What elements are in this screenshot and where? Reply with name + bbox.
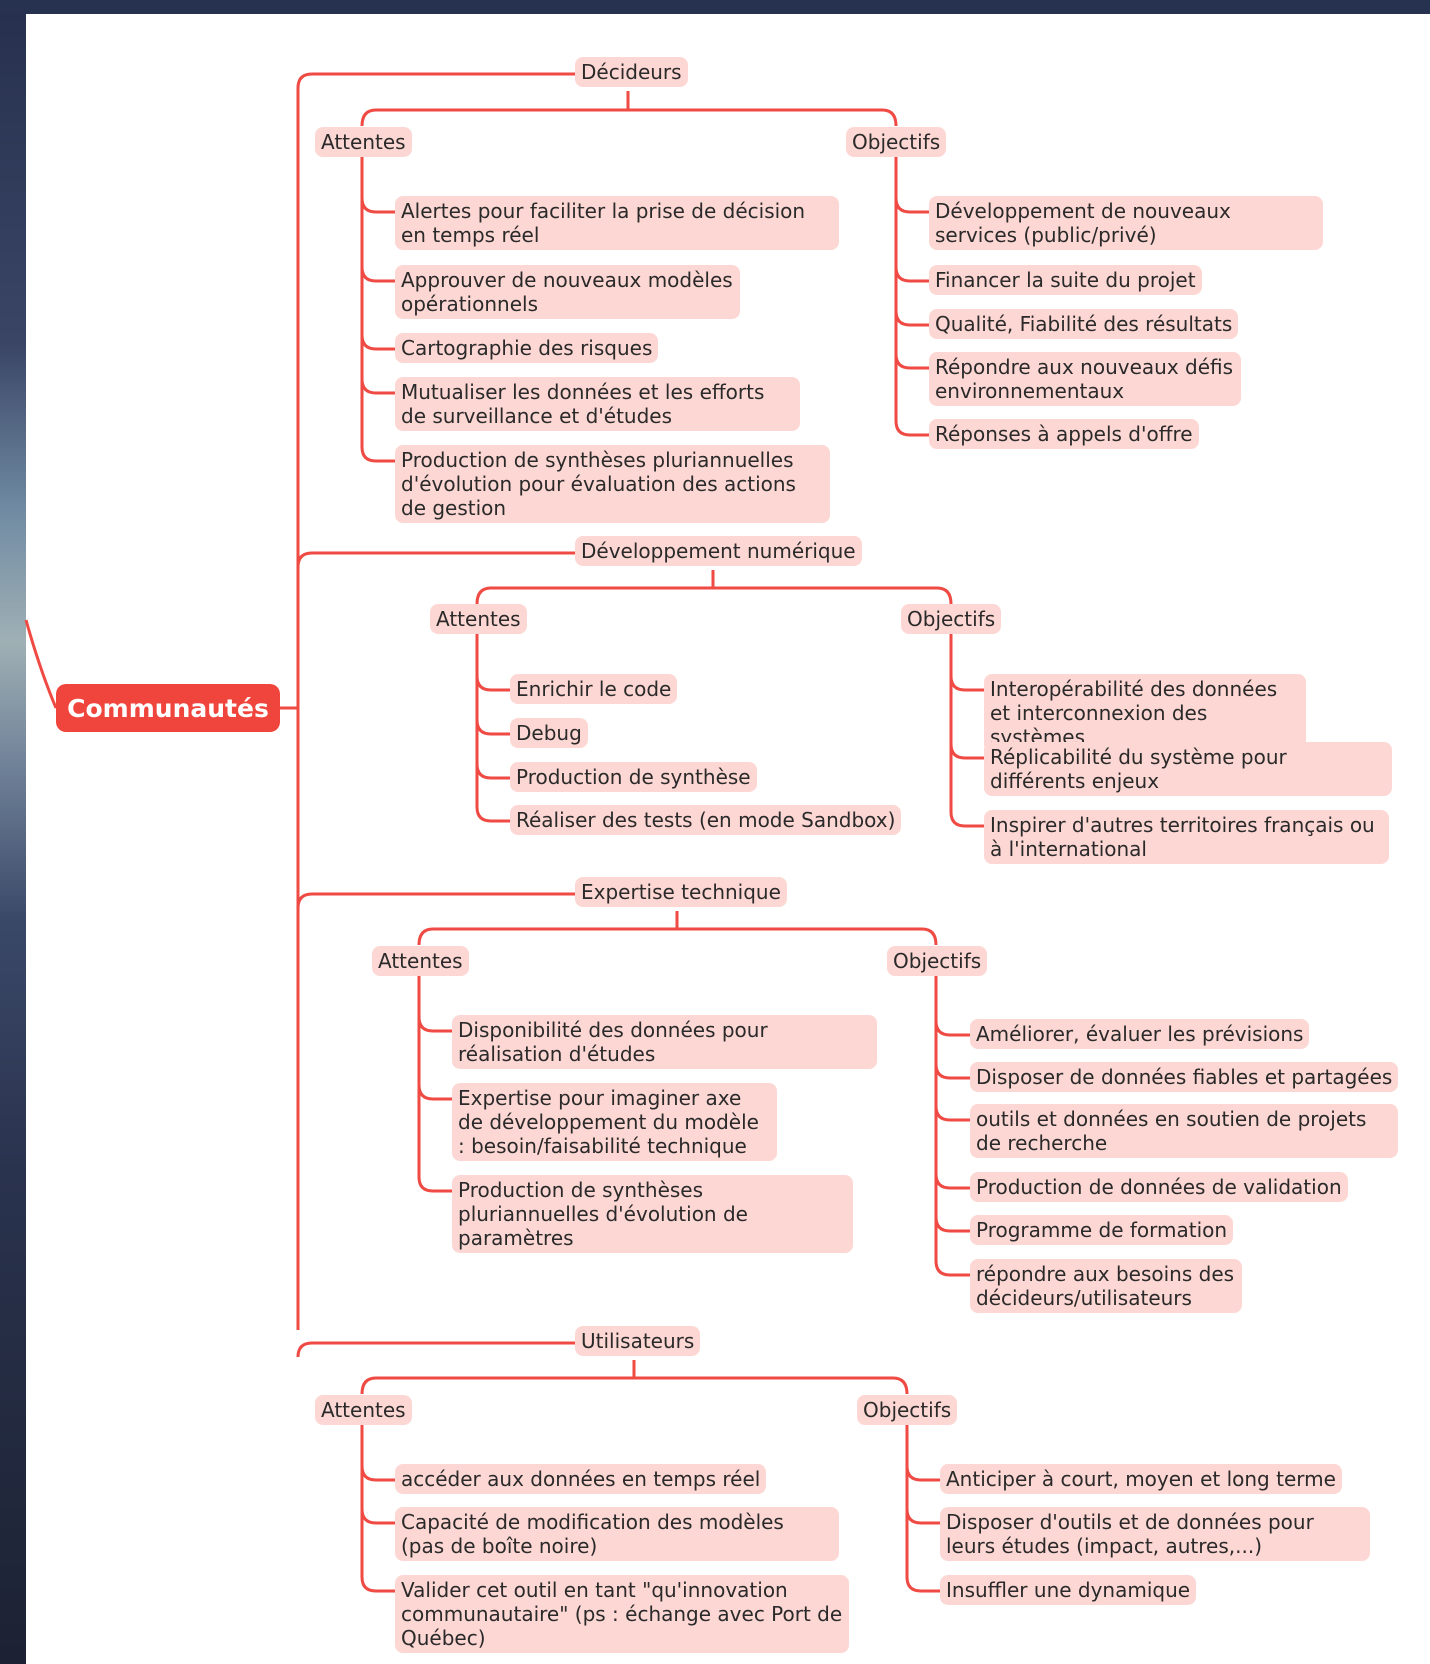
expertise-objectif-item[interactable]: Améliorer, évaluer les prévisions — [970, 1019, 1310, 1049]
decideurs-attente-item[interactable]: Alertes pour faciliter la prise de décis… — [395, 196, 839, 250]
expertise-objectif-item[interactable]: Programme de formation — [970, 1215, 1234, 1245]
decideurs-objectif-item[interactable]: Développement de nouveaux services (publ… — [929, 196, 1323, 250]
dev-attente-item[interactable]: Réaliser des tests (en mode Sandbox) — [510, 805, 902, 835]
window-top-strip — [0, 0, 1430, 14]
dev-attente-item[interactable]: Debug — [510, 718, 588, 748]
utilisateurs-objectif-item[interactable]: Disposer d'outils et de données pour leu… — [940, 1507, 1370, 1561]
section-title-utilisateurs[interactable]: Utilisateurs — [575, 1326, 701, 1356]
dev-objectif-item[interactable]: Inspirer d'autres territoires français o… — [984, 810, 1389, 864]
dev-objectif-item[interactable]: Réplicabilité du système pour différents… — [984, 742, 1392, 796]
decideurs-attente-item[interactable]: Cartographie des risques — [395, 333, 659, 363]
expertise-objectifs-label[interactable]: Objectifs — [887, 946, 988, 976]
dev-attentes-label[interactable]: Attentes — [430, 604, 527, 634]
expertise-objectif-item[interactable]: Production de données de validation — [970, 1172, 1348, 1202]
utilisateurs-attente-item[interactable]: accéder aux données en temps réel — [395, 1464, 767, 1494]
section-title-expertise-technique[interactable]: Expertise technique — [575, 877, 787, 907]
dev-objectif-item[interactable]: Interopérabilité des données et intercon… — [984, 674, 1306, 752]
decideurs-objectifs-label[interactable]: Objectifs — [846, 127, 947, 157]
root-node[interactable]: Communautés — [56, 684, 280, 732]
dev-attente-item[interactable]: Enrichir le code — [510, 674, 678, 704]
expertise-objectif-item[interactable]: répondre aux besoins des décideurs/utili… — [970, 1259, 1242, 1313]
utilisateurs-objectif-item[interactable]: Anticiper à court, moyen et long terme — [940, 1464, 1342, 1494]
utilisateurs-objectifs-label[interactable]: Objectifs — [857, 1395, 958, 1425]
utilisateurs-objectif-item[interactable]: Insuffler une dynamique — [940, 1575, 1197, 1605]
background-photo-strip — [0, 14, 26, 1664]
expertise-attentes-label[interactable]: Attentes — [372, 946, 469, 976]
section-title-developpement-numerique[interactable]: Développement numérique — [575, 536, 862, 566]
decideurs-attente-item[interactable]: Mutualiser les données et les efforts de… — [395, 377, 800, 431]
expertise-objectif-item[interactable]: outils et données en soutien de projets … — [970, 1104, 1398, 1158]
expertise-attente-item[interactable]: Expertise pour imaginer axe de développe… — [452, 1083, 777, 1161]
utilisateurs-attente-item[interactable]: Valider cet outil en tant "qu'innovation… — [395, 1575, 849, 1653]
expertise-objectif-item[interactable]: Disposer de données fiables et partagées — [970, 1062, 1399, 1092]
decideurs-attente-item[interactable]: Production de synthèses pluriannuelles d… — [395, 445, 830, 523]
dev-objectifs-label[interactable]: Objectifs — [901, 604, 1002, 634]
decideurs-objectif-item[interactable]: Répondre aux nouveaux défis environnemen… — [929, 352, 1241, 406]
utilisateurs-attente-item[interactable]: Capacité de modification des modèles (pa… — [395, 1507, 839, 1561]
dev-attente-item[interactable]: Production de synthèse — [510, 762, 757, 792]
decideurs-attentes-label[interactable]: Attentes — [315, 127, 412, 157]
decideurs-objectif-item[interactable]: Qualité, Fiabilité des résultats — [929, 309, 1239, 339]
decideurs-objectif-item[interactable]: Réponses à appels d'offre — [929, 419, 1199, 449]
utilisateurs-attentes-label[interactable]: Attentes — [315, 1395, 412, 1425]
section-title-decideurs[interactable]: Décideurs — [575, 57, 688, 87]
decideurs-attente-item[interactable]: Approuver de nouveaux modèles opérationn… — [395, 265, 740, 319]
expertise-attente-item[interactable]: Disponibilité des données pour réalisati… — [452, 1015, 877, 1069]
expertise-attente-item[interactable]: Production de synthèses pluriannuelles d… — [452, 1175, 853, 1253]
decideurs-objectif-item[interactable]: Financer la suite du projet — [929, 265, 1202, 295]
